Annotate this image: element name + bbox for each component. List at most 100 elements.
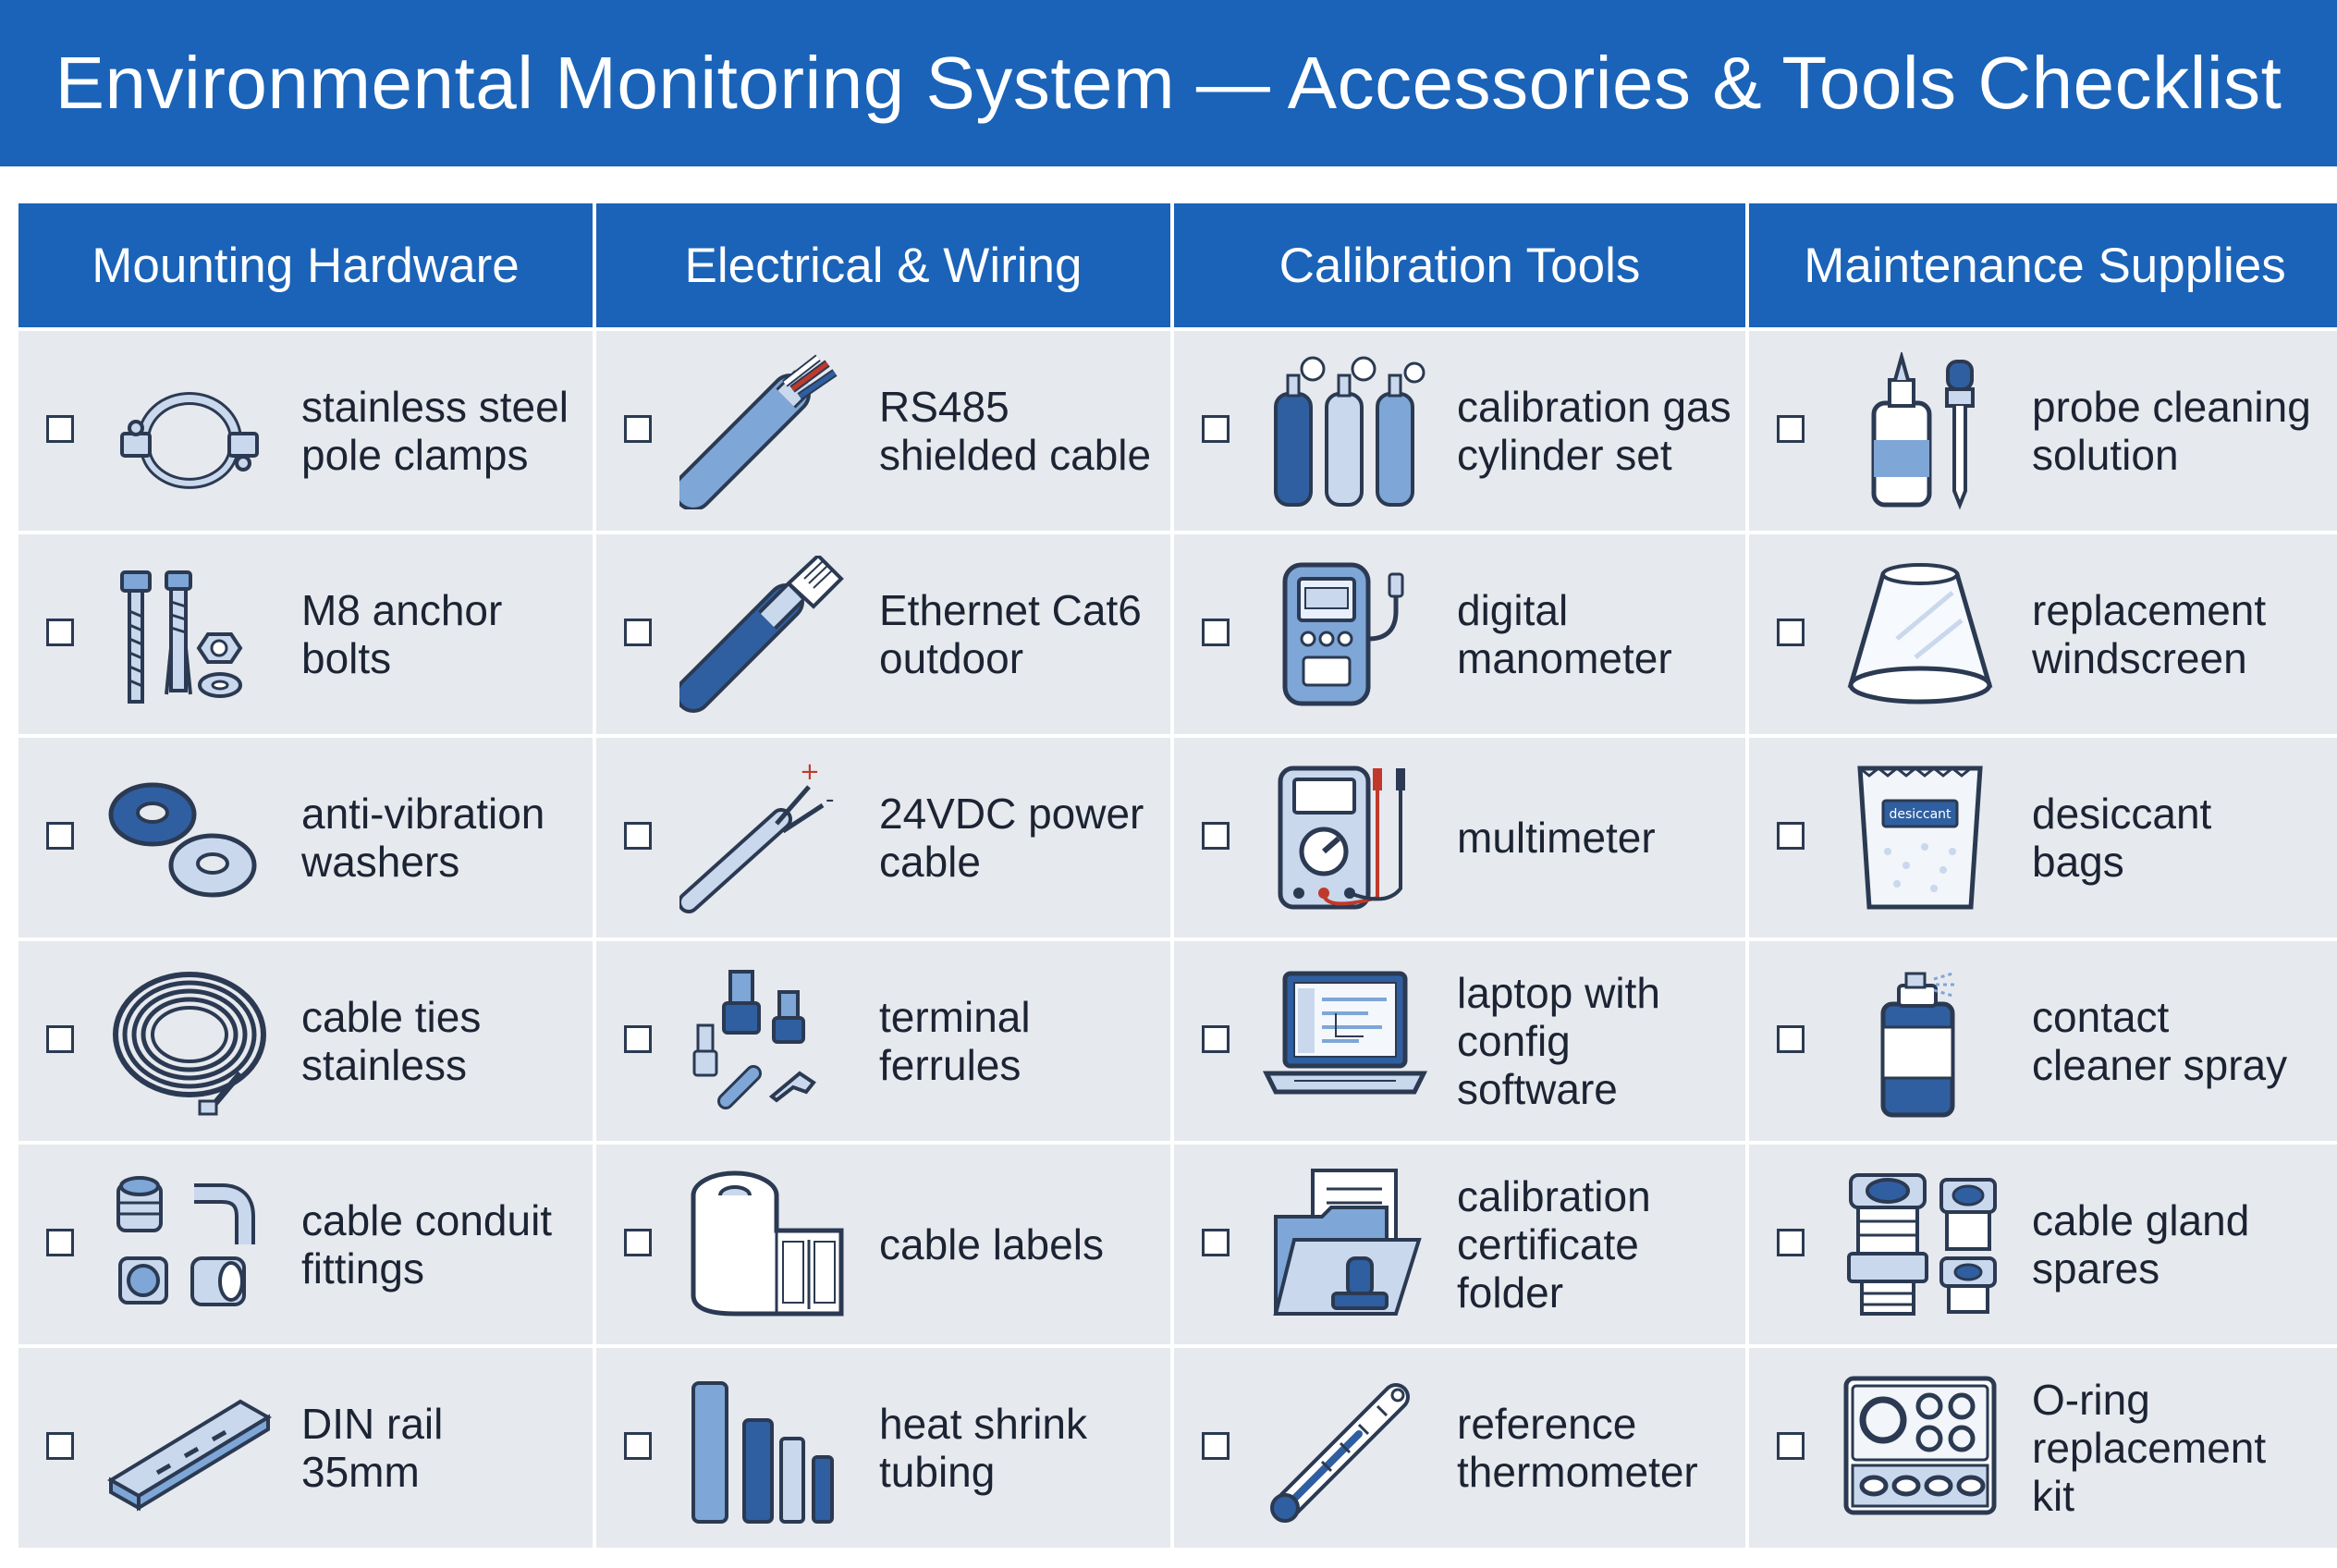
checklist-item: cable ties stainless [18,941,593,1141]
checkbox[interactable] [1202,1025,1230,1053]
item-label: stainless steel pole clamps [301,383,569,479]
checklist-item: stainless steel pole clamps [18,331,593,531]
checkbox[interactable] [1777,1025,1805,1053]
item-label: M8 anchor bolts [301,586,503,682]
checkbox[interactable] [1777,1432,1805,1460]
laptop-icon [1257,962,1433,1120]
heat-shrink-icon [679,1369,855,1526]
item-label: anti-vibration washers [301,790,545,886]
checkbox[interactable] [46,619,74,646]
icon-label: desiccant [1889,807,1952,822]
checkbox[interactable] [46,415,74,443]
item-label: replacement windscreen [2032,586,2267,682]
checkbox[interactable] [1202,1432,1230,1460]
din-rail-icon [102,1369,277,1526]
ferrule-icon [679,962,855,1120]
conduit-fitting-icon [102,1166,277,1323]
checklist-item: O-ring replacement kit [1749,1348,2337,1548]
anchor-bolt-icon [102,556,277,713]
item-label: cable labels [879,1220,1104,1268]
checklist-item: + - 24VDC power cable [596,738,1170,937]
svg-text:-: - [826,786,834,814]
checklist-item: cable conduit fittings [18,1145,593,1344]
gas-cylinder-icon [1257,352,1433,509]
o-ring-kit-icon [1832,1369,2008,1526]
checkbox[interactable] [1777,415,1805,443]
manometer-icon [1257,556,1433,713]
item-label: digital manometer [1457,586,1672,682]
column-header-calibration-tools: Calibration Tools [1174,203,1745,327]
checkbox[interactable] [1202,1229,1230,1256]
checkbox[interactable] [624,619,652,646]
checkbox[interactable] [46,1229,74,1256]
item-label: calibration certificate folder [1457,1172,1651,1317]
svg-text:+: + [800,759,820,786]
checklist-grid: Mounting Hardware stainless steel pole c… [18,203,2337,1548]
checkbox[interactable] [1777,1229,1805,1256]
item-label: Ethernet Cat6 outdoor [879,586,1142,682]
checklist-item: multimeter [1174,738,1745,937]
checklist-item: RS485 shielded cable [596,331,1170,531]
item-label: terminal ferrules [879,993,1031,1089]
pole-clamp-icon [102,352,277,509]
item-label: cable ties stainless [301,993,482,1089]
certificate-folder-icon [1257,1166,1433,1323]
item-label: cable conduit fittings [301,1196,553,1292]
item-label: probe cleaning solution [2032,383,2311,479]
checklist-item: replacement windscreen [1749,534,2337,734]
checkbox[interactable] [46,1025,74,1053]
thermometer-icon [1257,1369,1433,1526]
item-label: contact cleaner spray [2032,993,2288,1089]
checklist-item: DIN rail 35mm [18,1348,593,1548]
item-label: reference thermometer [1457,1400,1698,1496]
item-label: 24VDC power cable [879,790,1144,886]
checkbox[interactable] [624,1025,652,1053]
column-header-electrical-wiring: Electrical & Wiring [596,203,1170,327]
checklist-item: cable gland spares [1749,1145,2337,1344]
checkbox[interactable] [1202,822,1230,850]
item-label: O-ring replacement kit [2032,1376,2267,1520]
dropper-bottle-icon [1832,349,2008,510]
checkbox[interactable] [1202,415,1230,443]
checklist-item: calibration gas cylinder set [1174,331,1745,531]
item-label: heat shrink tubing [879,1400,1088,1496]
windscreen-icon [1832,556,2008,713]
checkbox[interactable] [624,822,652,850]
column-header-maintenance-supplies: Maintenance Supplies [1749,203,2337,327]
cable-tie-coil-icon [102,962,277,1120]
checkbox[interactable] [624,1432,652,1460]
shielded-cable-icon [673,352,855,511]
checkbox[interactable] [1777,619,1805,646]
checkbox[interactable] [46,822,74,850]
washer-icon [102,759,277,916]
checkbox[interactable] [46,1432,74,1460]
checklist-item: terminal ferrules [596,941,1170,1141]
item-label: cable gland spares [2032,1196,2250,1292]
ethernet-cable-icon [675,553,855,713]
item-label: desiccant bags [2032,790,2212,886]
cable-gland-icon [1832,1166,2008,1323]
item-label: laptop with config software [1457,969,1660,1113]
checklist-item: anti-vibration washers [18,738,593,937]
column-header-mounting-hardware: Mounting Hardware [18,203,593,327]
item-label: DIN rail 35mm [301,1400,444,1496]
checklist-item: M8 anchor bolts [18,534,593,734]
title-bar: Environmental Monitoring System — Access… [0,0,2337,166]
checkbox[interactable] [1777,822,1805,850]
checklist-item: calibration certificate folder [1174,1145,1745,1344]
checklist-item: cable labels [596,1145,1170,1344]
multimeter-icon [1257,759,1433,916]
checklist-item: reference thermometer [1174,1348,1745,1548]
item-label: RS485 shielded cable [879,383,1152,479]
checklist-item: probe cleaning solution [1749,331,2337,531]
checklist-item: contact cleaner spray [1749,941,2337,1141]
checkbox[interactable] [1202,619,1230,646]
checkbox[interactable] [624,415,652,443]
checkbox[interactable] [624,1229,652,1256]
spray-can-icon [1832,962,2008,1120]
item-label: calibration gas cylinder set [1457,383,1731,479]
checklist-item: laptop with config software [1174,941,1745,1141]
item-label: multimeter [1457,814,1656,862]
label-roll-icon [679,1166,855,1323]
checklist-item: Ethernet Cat6 outdoor [596,534,1170,734]
